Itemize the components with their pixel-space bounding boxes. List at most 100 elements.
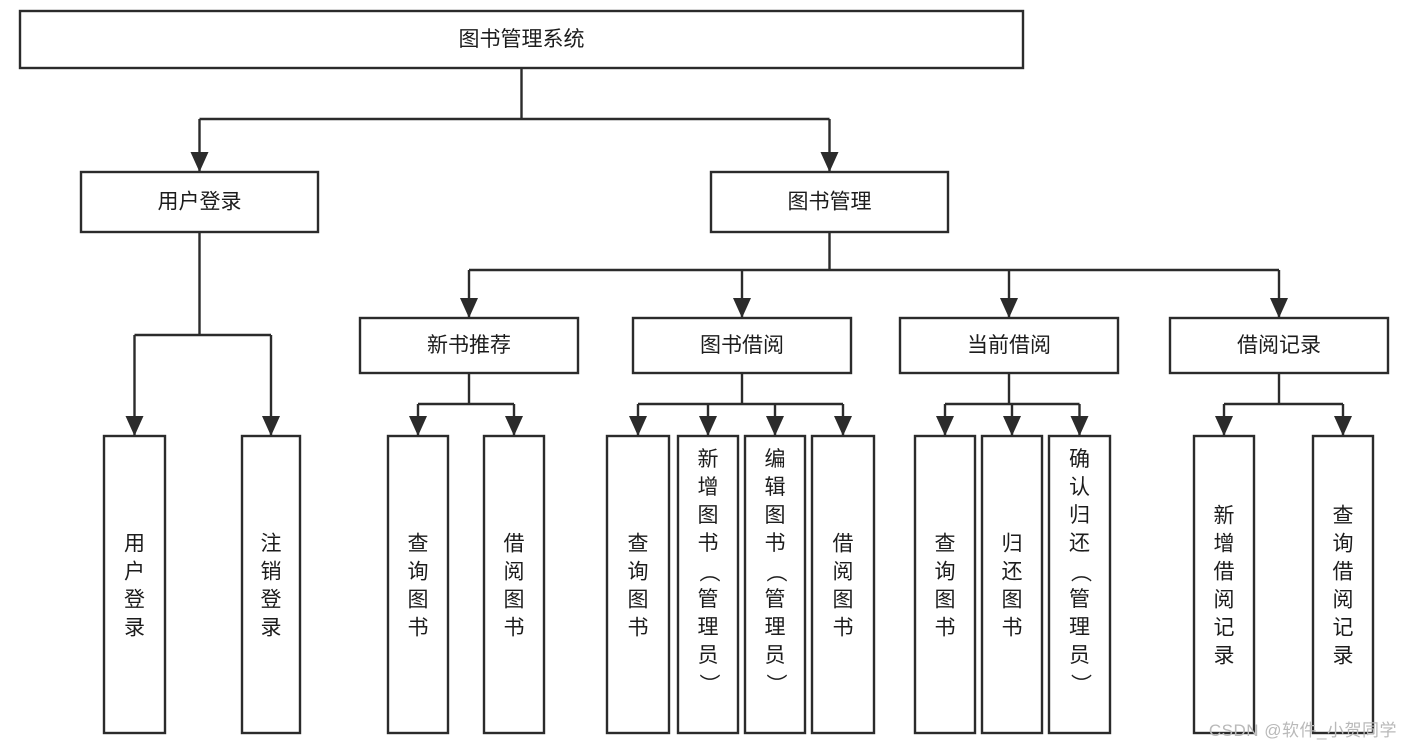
node-leaf-1-label-char: 注: [261, 533, 282, 556]
node-leaf-6-label-char: ）: [764, 674, 787, 695]
node-leaf-2-label-char: 查: [408, 533, 429, 556]
node-leaf-9-label-char: 还: [1002, 561, 1023, 584]
node-leaf-10-label-char: 理: [1069, 616, 1090, 639]
node-leaf-4-label-char: 图: [628, 589, 649, 612]
arrow-head-icon: [125, 416, 144, 436]
arrow-head-icon: [409, 416, 427, 436]
node-l2-0[interactable]: 用户登录: [79, 170, 320, 234]
node-leaf-0-label-char: 录: [124, 617, 145, 640]
node-leaf-11-label-char: 阅: [1214, 589, 1235, 612]
node-leaf-6-label-char: 管: [765, 588, 786, 611]
node-leaf-8-box: [913, 434, 977, 735]
node-leaf-2-label-char: 询: [408, 561, 429, 584]
node-leaf-3-label-char: 书: [504, 617, 525, 640]
node-leaf-10-label-char: 管: [1069, 588, 1090, 611]
node-leaf-4-label-char: 询: [628, 561, 649, 584]
node-leaf-6-label-char: 书: [765, 532, 786, 555]
arrow-head-icon: [733, 298, 751, 318]
node-leaf-0-label-char: 登: [124, 589, 145, 612]
node-leaf-7-box: [810, 434, 876, 735]
node-leaf-6-label-char: 辑: [765, 476, 786, 499]
node-leaf-5-label-char: 书: [698, 532, 719, 555]
node-leaf-10-label-char: 还: [1069, 532, 1090, 555]
node-leaf-5-label-char: 新: [698, 448, 719, 471]
node-leaf-12-label-char: 阅: [1333, 589, 1354, 612]
node-leaf-3-label-char: 借: [504, 533, 525, 556]
arrow-head-icon: [766, 416, 784, 436]
node-leaf-5-label-char: 员: [698, 644, 719, 667]
node-leaf-6-label-char: 员: [765, 644, 786, 667]
node-l3-3-box: [1168, 316, 1390, 375]
node-l2-1-box: [709, 170, 950, 234]
node-l2-0-box: [79, 170, 320, 234]
node-leaf-12-label-char: 查: [1333, 505, 1354, 528]
arrow-head-icon: [820, 152, 839, 172]
node-l3-0-box: [358, 316, 580, 375]
arrow-head-icon: [1000, 298, 1018, 318]
arrow-head-icon: [460, 298, 478, 318]
node-leaf-5-label-char: 增: [698, 476, 719, 499]
arrow-head-icon: [699, 416, 717, 436]
node-leaf-0-label-char: 户: [124, 561, 145, 584]
node-leaf-2-label-char: 书: [408, 617, 429, 640]
arrow-head-icon: [1270, 298, 1288, 318]
node-leaf-8-label-char: 图: [935, 589, 956, 612]
node-leaf-6-label-char: （: [764, 562, 787, 583]
node-leaf-2-box: [386, 434, 450, 735]
node-leaf-10-label-char: 确: [1069, 448, 1090, 471]
node-leaf-9-label-char: 书: [1002, 617, 1023, 640]
arrow-head-icon: [1003, 416, 1021, 436]
node-leaf-7-label-char: 书: [833, 617, 854, 640]
node-leaf-7-label-char: 图: [833, 589, 854, 612]
node-leaf-11-label-char: 借: [1214, 561, 1235, 584]
node-root-图书管理系统[interactable]: 图书管理系统: [18, 9, 1025, 70]
node-leaf-8-label-char: 查: [935, 533, 956, 556]
node-leaf-3-label-char: 图: [504, 589, 525, 612]
node-leaf-11-box: [1192, 434, 1256, 735]
node-leaf-10-box: [1047, 434, 1112, 735]
node-l2-1[interactable]: 图书管理: [709, 170, 950, 234]
node-leaf-8-label-char: 书: [935, 617, 956, 640]
arrow-head-icon: [629, 416, 647, 436]
node-leaf-5-label-char: （: [697, 562, 720, 583]
arrow-head-icon: [936, 416, 954, 436]
arrow-head-icon: [1070, 416, 1089, 436]
node-l3-2[interactable]: 当前借阅: [898, 316, 1120, 375]
node-leaf-10-label-char: （: [1069, 562, 1092, 583]
node-l3-3[interactable]: 借阅记录: [1168, 316, 1390, 375]
node-leaf-9-label-char: 归: [1002, 533, 1023, 556]
node-l3-1-label: 图书借阅: [700, 334, 784, 357]
node-l3-3-label: 借阅记录: [1237, 334, 1321, 357]
node-l3-0[interactable]: 新书推荐: [358, 316, 580, 375]
node-leaf-4-label-char: 书: [628, 617, 649, 640]
node-leaf-10-label-char: 员: [1069, 644, 1090, 667]
node-leaf-0[interactable]: 用户登录: [102, 434, 167, 735]
nodes-layer: 图书管理系统用户登录图书管理新书推荐图书借阅当前借阅借阅记录用户登录注销登录查询…: [18, 9, 1390, 735]
node-leaf-5-label-char: ）: [697, 674, 720, 695]
node-leaf-4-box: [605, 434, 671, 735]
node-l3-2-label: 当前借阅: [967, 334, 1051, 357]
node-l3-1[interactable]: 图书借阅: [631, 316, 853, 375]
node-leaf-0-label-char: 用: [124, 533, 145, 556]
node-leaf-0-box: [102, 434, 167, 735]
node-leaf-12-label-char: 询: [1333, 533, 1354, 556]
node-l3-2-box: [898, 316, 1120, 375]
node-root-图书管理系统-box: [18, 9, 1025, 70]
node-leaf-11-label-char: 新: [1214, 505, 1235, 528]
node-leaf-1-label-char: 销: [261, 561, 282, 584]
node-leaf-9-box: [980, 434, 1044, 735]
node-leaf-11-label-char: 录: [1214, 645, 1235, 668]
